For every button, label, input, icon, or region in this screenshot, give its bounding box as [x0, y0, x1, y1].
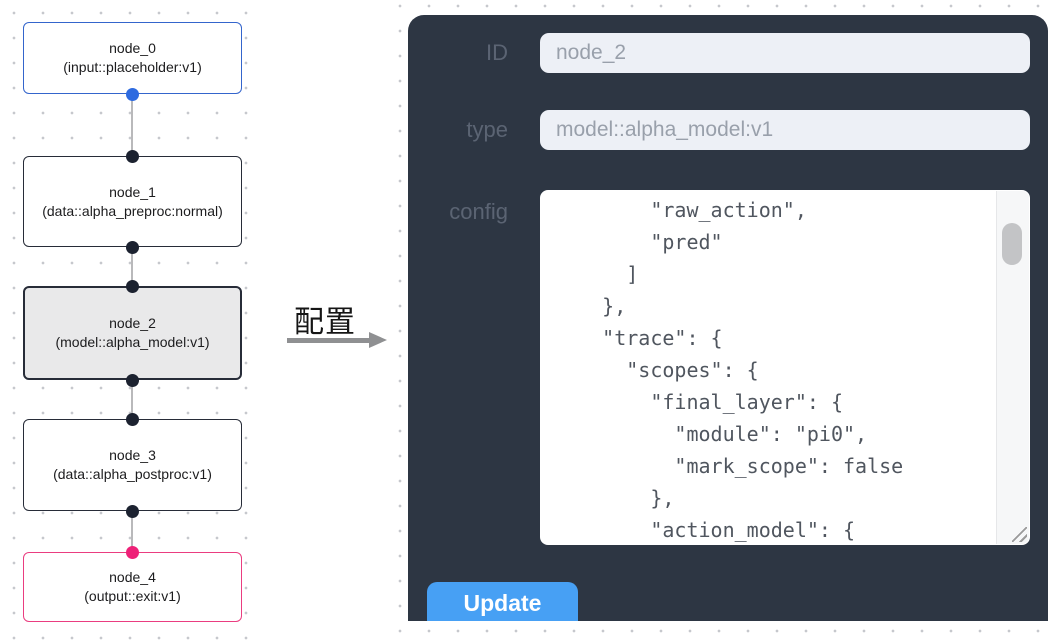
node-title: node_1 [109, 183, 156, 200]
type-field-label: type [466, 117, 508, 142]
config-json-text[interactable]: "raw_action", "pred" ] }, "trace": { "sc… [602, 198, 904, 542]
node-subtitle: (input::placeholder:v1) [63, 59, 202, 75]
node3-output-port[interactable] [126, 505, 139, 518]
right-arrow-head-icon [369, 332, 387, 348]
id-input[interactable] [540, 33, 1030, 73]
edge-node2-node3 [131, 380, 133, 419]
flow-node-node_0[interactable]: node_0 (input::placeholder:v1) [23, 22, 242, 94]
flow-node-node_4[interactable]: node_4 (output::exit:v1) [23, 552, 242, 622]
edge-node1-node2 [131, 247, 133, 286]
flow-node-node_3[interactable]: node_3 (data::alpha_postproc:v1) [23, 419, 242, 511]
node4-input-port[interactable] [126, 546, 139, 559]
node2-output-port[interactable] [126, 374, 139, 387]
config-textarea[interactable]: "raw_action", "pred" ] }, "trace": { "sc… [540, 190, 1030, 545]
id-field-label: ID [486, 40, 508, 65]
resize-grip-icon[interactable] [1012, 527, 1027, 542]
edge-node0-node1 [131, 94, 133, 156]
update-button[interactable]: Update [427, 582, 578, 621]
node1-output-port[interactable] [126, 241, 139, 254]
node-subtitle: (output::exit:v1) [84, 588, 181, 604]
config-scrollbar-track[interactable] [996, 191, 1029, 544]
edge-node3-node4 [131, 511, 133, 552]
node1-input-port[interactable] [126, 150, 139, 163]
config-scrollbar-thumb[interactable] [1002, 223, 1022, 265]
node3-input-port[interactable] [126, 413, 139, 426]
node-title: node_0 [109, 40, 156, 56]
node-config-panel: ID type config "raw_action", "pred" ] },… [408, 15, 1048, 621]
node-title: node_2 [109, 315, 156, 331]
node-subtitle: (model::alpha_model:v1) [55, 334, 210, 350]
node0-output-port[interactable] [126, 88, 139, 101]
update-button-label: Update [463, 590, 542, 616]
configure-label: 配置 [294, 306, 356, 339]
node-title: node_4 [109, 569, 156, 585]
flow-node-node_2-selected[interactable]: node_2 (model::alpha_model:v1) [23, 286, 242, 380]
node-subtitle: (data::alpha_postproc:v1) [53, 466, 212, 482]
flow-node-node_1[interactable]: node_1 (data::alpha_preproc:normal) [23, 156, 242, 247]
node-subtitle: (data::alpha_preproc:normal) [42, 202, 223, 219]
node2-input-port[interactable] [126, 280, 139, 293]
config-field-label: config [449, 199, 508, 224]
node-title: node_3 [109, 447, 156, 463]
right-arrow-icon [287, 338, 371, 343]
type-input[interactable] [540, 110, 1030, 150]
